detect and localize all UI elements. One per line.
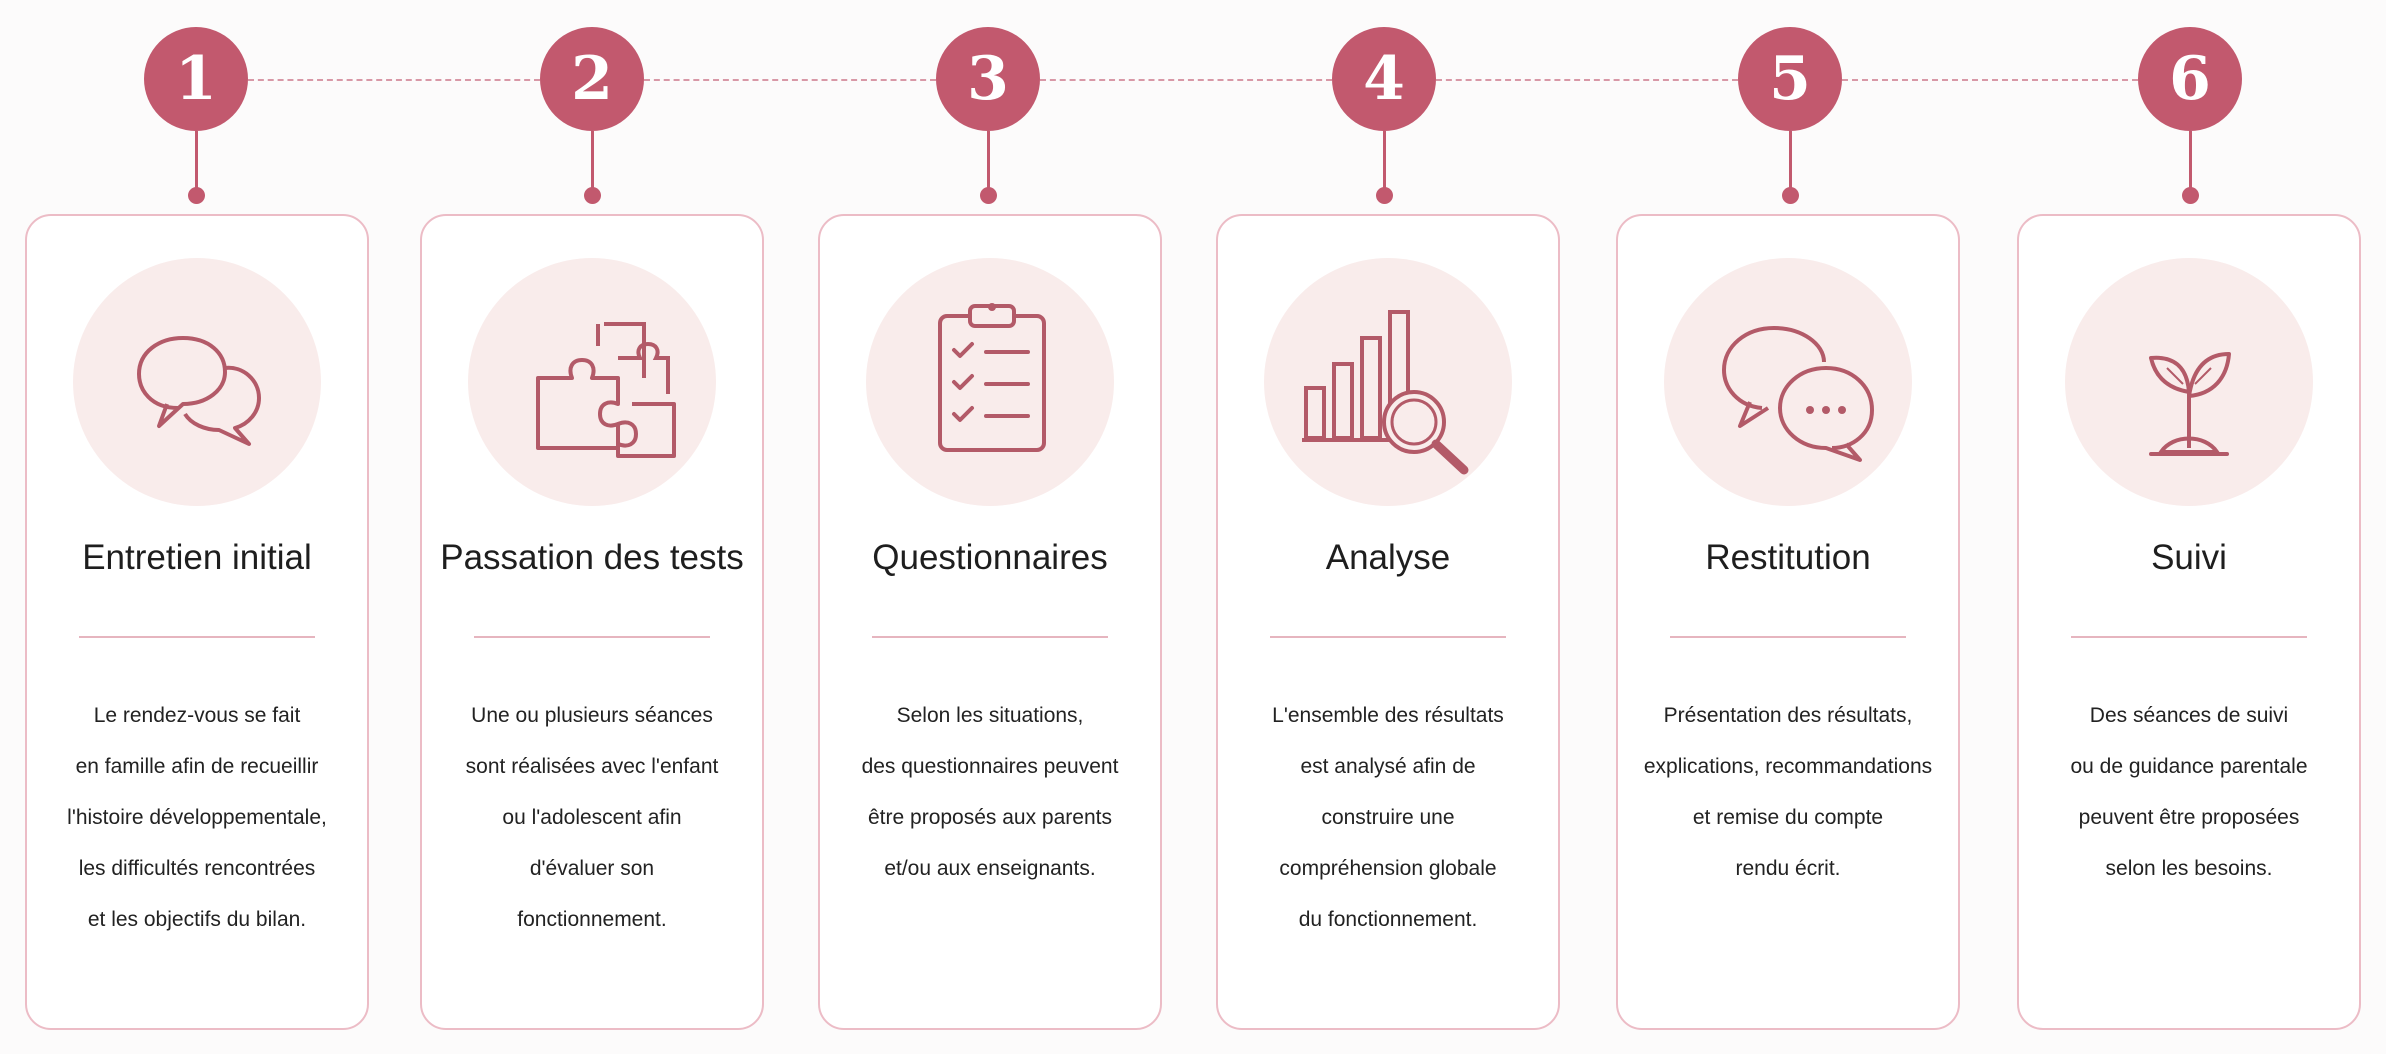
description-line: est analysé afin de [1300, 755, 1476, 778]
step-number-badge: 4 [1332, 27, 1436, 131]
description-line: sont réalisées avec l'enfant [465, 755, 719, 778]
step-description: L'ensemble des résultats est analysé afin… [1222, 690, 1554, 945]
timeline-stem [1789, 131, 1792, 193]
description-line: les difficultés rencontrées [78, 857, 316, 880]
step-description: Des séances de suivi ou de guidance paren… [2023, 690, 2355, 894]
description-line: Des séances de suivi [2089, 704, 2289, 727]
description-line: Selon les situations, [896, 704, 1084, 727]
title-divider [2071, 636, 2307, 638]
timeline-connector [1040, 79, 1332, 81]
description-line: Une ou plusieurs séances [471, 704, 713, 727]
description-line: des questionnaires peuvent [861, 755, 1119, 778]
description-line: L'ensemble des résultats [1272, 704, 1504, 727]
timeline-stem [591, 131, 594, 193]
description-line: et les objectifs du bilan. [87, 908, 307, 931]
description-line: du fonctionnement. [1298, 908, 1478, 931]
icon-circle-background [2065, 258, 2313, 506]
step-number-badge: 2 [540, 27, 644, 131]
timeline-connector [644, 79, 936, 81]
timeline-stem [987, 131, 990, 193]
description-line: construire une [1321, 806, 1455, 829]
timeline-dot [980, 187, 997, 204]
timeline-connector [248, 79, 540, 81]
timeline-dot [584, 187, 601, 204]
step-card: Entretien initial Le rendez-vous se fait e… [25, 214, 369, 1030]
step-number-badge: 1 [144, 27, 248, 131]
step-description: Le rendez-vous se fait en famille afin de… [31, 690, 363, 945]
title-divider [1270, 636, 1506, 638]
description-line: rendu écrit. [1735, 857, 1841, 880]
description-line: ou de guidance parentale [2070, 755, 2308, 778]
step-number-badge: 6 [2138, 27, 2242, 131]
step-description: Présentation des résultats, explications,… [1622, 690, 1954, 894]
description-line: explications, recommandations [1643, 755, 1933, 778]
step-title: Questionnaires [872, 538, 1108, 577]
timeline-stem [2189, 131, 2192, 193]
title-divider [79, 636, 315, 638]
description-line: et/ou aux enseignants. [884, 857, 1096, 880]
title-divider [872, 636, 1108, 638]
timeline-stem [1383, 131, 1386, 193]
timeline-connector [1436, 79, 1738, 81]
description-line: peuvent être proposées [2078, 806, 2300, 829]
step-number-badge: 5 [1738, 27, 1842, 131]
timeline-dot [1782, 187, 1799, 204]
description-line: d'évaluer son [529, 857, 655, 880]
timeline-dot [2182, 187, 2199, 204]
description-line: être proposés aux parents [868, 806, 1112, 829]
icon-circle-background [1264, 258, 1512, 506]
timeline-dot [188, 187, 205, 204]
title-divider [1670, 636, 1906, 638]
step-description: Une ou plusieurs séances sont réalisées a… [426, 690, 758, 945]
timeline-dot [1376, 187, 1393, 204]
step-title: Restitution [1705, 538, 1871, 577]
icon-circle-background [468, 258, 716, 506]
description-line: ou l'adolescent afin [502, 806, 682, 829]
timeline-stem [195, 131, 198, 193]
description-line: en famille afin de recueillir [75, 755, 319, 778]
step-number-badge: 3 [936, 27, 1040, 131]
description-line: Le rendez-vous se fait [93, 704, 301, 727]
step-title: Passation des tests [440, 538, 744, 577]
title-divider [474, 636, 710, 638]
description-line: selon les besoins. [2105, 857, 2273, 880]
description-line: fonctionnement. [517, 908, 667, 931]
step-title: Entretien initial [82, 538, 312, 577]
description-line: compréhension globale [1279, 857, 1497, 880]
description-line: Présentation des résultats, [1663, 704, 1913, 727]
description-line: l'histoire développementale, [67, 806, 327, 829]
description-line: et remise du compte [1692, 806, 1884, 829]
icon-circle-background [866, 258, 1114, 506]
step-description: Selon les situations, des questionnaires … [824, 690, 1156, 894]
icon-circle-background [1664, 258, 1912, 506]
timeline-connector [1842, 79, 2138, 81]
icon-circle-background [73, 258, 321, 506]
step-title: Analyse [1325, 538, 1451, 577]
step-title: Suivi [2151, 538, 2227, 577]
